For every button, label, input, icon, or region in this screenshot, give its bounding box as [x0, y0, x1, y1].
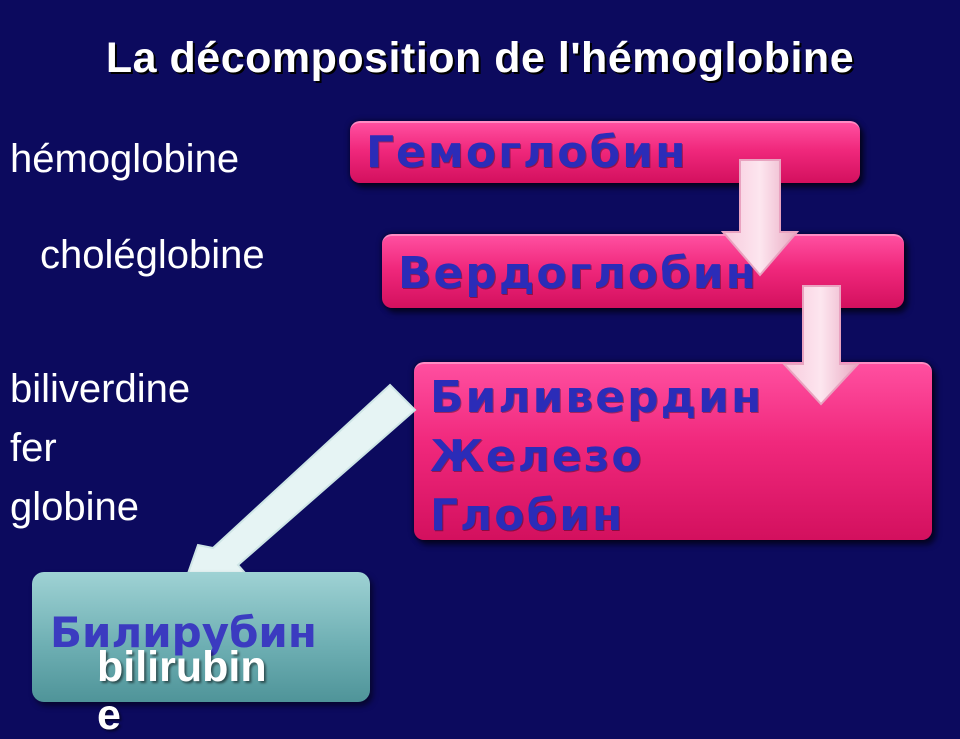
arrows-layer: [183, 159, 861, 583]
down-arrow-icon: [720, 159, 800, 277]
label-globine: globine: [10, 485, 140, 529]
box-hemoglobin: Гемоглобин: [350, 121, 860, 183]
box-verdoglobin: Вердоглобин: [382, 234, 904, 308]
label-biliverdine: biliverdine: [10, 367, 191, 411]
label-choleglobine: choléglobine: [40, 233, 265, 277]
box-bilirubin: [32, 572, 370, 702]
down-arrow-icon: [781, 285, 861, 406]
slide-title: La décomposition de l'hémoglobine: [105, 34, 855, 82]
box-bilirubin-ru-text: Билирубин: [50, 608, 317, 657]
box-globin-line: Глобин: [430, 490, 625, 541]
box-bilirubin-fr-text: bilirubine: [97, 643, 267, 739]
box-biliverdin-group: Биливердин Железо Глобин: [414, 362, 932, 541]
box-verdoglobin-text: Вердоглобин: [398, 248, 759, 299]
box-biliverdin-line: Биливердин: [430, 372, 764, 423]
label-fer: fer: [10, 426, 57, 470]
box-iron-line: Железо: [430, 431, 644, 482]
label-hemoglobine: hémoglobine: [10, 137, 240, 181]
box-biliverdin-text: Биливердин Железо Глобин: [430, 368, 763, 545]
box-hemoglobin-text: Гемоглобин: [366, 127, 688, 178]
slide: La décomposition de l'hémoglobine hémogl…: [10, 34, 932, 739]
diagonal-arrow-icon: [183, 383, 417, 583]
